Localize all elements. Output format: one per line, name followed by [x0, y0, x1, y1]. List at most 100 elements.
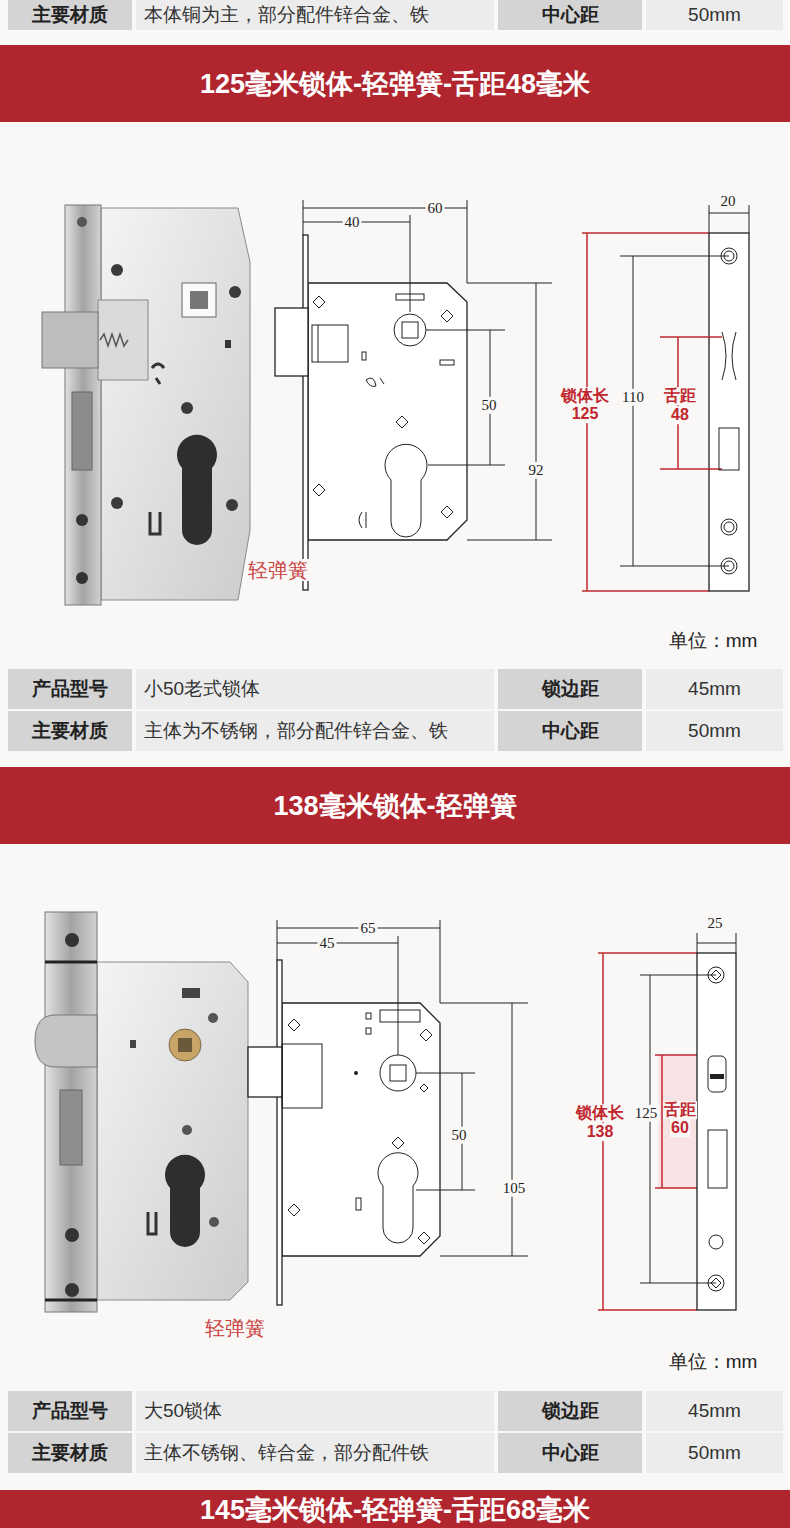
faceplate-side-drawing-part: [724, 522, 734, 532]
table-header-cell: 中心距: [498, 1433, 642, 1473]
lock-front-drawing-part: [318, 325, 319, 362]
faceplate-side-drawing-part: [721, 558, 737, 574]
dimension-lines: [303, 200, 552, 540]
dimension-number: 45: [318, 935, 337, 952]
faceplate-side-drawing-part: [661, 1055, 663, 1188]
lock-photo-part: [148, 1212, 156, 1234]
lock-photo-part: [101, 208, 250, 600]
lock-photo-part: [45, 1299, 97, 1302]
dimension-lines-part: [467, 200, 468, 283]
faceplate-side-drawing-part: [660, 336, 722, 338]
lock-front-drawing-part: [366, 1028, 371, 1034]
faceplate-side-drawing-part: [598, 952, 697, 954]
lock-photo-part: [165, 1155, 205, 1247]
lock-front-drawing-part: [248, 1047, 282, 1097]
lock-photo: [42, 205, 250, 605]
lock-photo-part: [77, 217, 87, 227]
lock-photo-part: [97, 962, 248, 1300]
lock-front-drawing-part: [440, 360, 454, 365]
dimension-label: 125: [571, 405, 600, 423]
lock-photo-part: [45, 961, 97, 964]
dimension-label: 舌距: [663, 1101, 697, 1119]
lock-photo-part: [226, 499, 238, 511]
table-cell: 50mm: [646, 711, 783, 751]
table-cell: 45mm: [646, 669, 783, 709]
lock-photo-part: [111, 264, 123, 276]
lock-front-drawing-part: [366, 378, 384, 386]
dimension-label: 138: [586, 1123, 615, 1141]
lock-front-drawing-part: [282, 1003, 440, 1256]
faceplate-side-drawing-part: [697, 943, 736, 944]
lock-photo-part: [100, 334, 128, 346]
lock-photo-part: [182, 988, 200, 998]
lock-photo-part: [45, 912, 97, 1312]
table-cell: 大50锁体: [136, 1391, 494, 1431]
lock-front-drawing-part: [308, 283, 467, 540]
dimension-lines-part: [440, 920, 441, 1003]
lock-photo-part: [98, 300, 148, 380]
lock-front-drawing-part: [277, 960, 282, 1305]
lock-photo-part: [178, 1038, 192, 1052]
faceplate-side-drawing-part: [697, 953, 736, 1310]
band-title: 125毫米锁体-轻弹簧-舌距48毫米: [200, 66, 590, 102]
dimension-lines-part: [416, 1190, 475, 1191]
lock-photo-part: [72, 392, 92, 470]
dimension-lines-part: [467, 540, 552, 541]
dimension-lines-part: [410, 215, 411, 312]
faceplate-side-drawing-part: [598, 1309, 697, 1311]
lock-front-drawing-part: [385, 444, 427, 537]
lock-photo-part: [190, 291, 208, 309]
dimension-number: 65: [359, 920, 378, 937]
lock-front-drawing-part: [282, 1044, 322, 1108]
lock-front-drawing-part: [380, 1010, 420, 1022]
lock-front-drawing-part: [312, 325, 348, 362]
faceplate-side-drawing-part: [640, 975, 716, 976]
lock-photo-part: [182, 1125, 192, 1135]
faceplate-side-drawing-part: [708, 1130, 727, 1188]
lock-photo-part: [169, 1029, 201, 1061]
lock-front-drawing-part: [362, 352, 366, 360]
lock-front-drawing-part: [354, 1071, 358, 1075]
dimension-number: 92: [527, 462, 546, 479]
dimension-number: 50: [450, 1127, 469, 1144]
unit-note: 单位：mm: [669, 631, 758, 652]
lock-photo-part: [152, 364, 164, 384]
lock-front-drawing-part: [288, 1019, 432, 1244]
faceplate-side-drawing-part: [711, 1278, 721, 1288]
table-header-cell: 主要材质: [8, 711, 132, 751]
faceplate-side-drawing-part: [721, 248, 737, 264]
dimension-label: 锁体长: [560, 387, 610, 405]
lock-photo-part: [65, 205, 101, 605]
table-header-cell: 锁边距: [498, 669, 642, 709]
table-cell: 本体铜为主，部分配件锌合金、铁: [136, 0, 494, 30]
unit-note: 单位：mm: [669, 1352, 758, 1373]
dimension-lines-part: [440, 1003, 528, 1004]
dimension-number: 25: [706, 915, 725, 932]
dimension-lines-part: [512, 1003, 513, 1256]
title-band: 145毫米锁体-轻弹簧-舌距68毫米: [0, 1490, 790, 1528]
lock-front-drawing-part: [275, 308, 308, 376]
faceplate-side-drawing-part: [724, 561, 734, 571]
lock-photo-part: [181, 402, 193, 414]
faceplate-side-drawing-part: [708, 1056, 726, 1092]
faceplate-side-drawing-part: [582, 590, 709, 592]
lock-photo-part: [130, 1040, 136, 1048]
lock-front-drawing: [248, 960, 440, 1305]
table-cell: 50mm: [646, 0, 783, 30]
lock-photo-part: [76, 572, 88, 584]
faceplate-side-drawing-part: [709, 205, 710, 233]
dimension-lines-part: [398, 936, 399, 1055]
lock-photo-part: [65, 1228, 79, 1242]
table-cell: 小50老式锁体: [136, 669, 494, 709]
band-title: 145毫米锁体-轻弹簧-舌距68毫米: [200, 1492, 590, 1528]
lock-photo: [35, 912, 248, 1312]
faceplate-side-drawing-part: [708, 967, 724, 983]
faceplate-side-drawing-part: [620, 566, 729, 567]
faceplate-side-drawing-part: [709, 233, 749, 591]
faceplate-side-drawing-part: [660, 468, 722, 470]
faceplate-side-drawing-part: [711, 970, 721, 980]
lock-front-drawing-part: [366, 1013, 371, 1019]
lock-photo-part: [208, 1013, 218, 1023]
table-cell: 主体不锈钢、锌合金，部分配件铁: [136, 1433, 494, 1473]
table-header-cell: 产品型号: [8, 1391, 132, 1431]
